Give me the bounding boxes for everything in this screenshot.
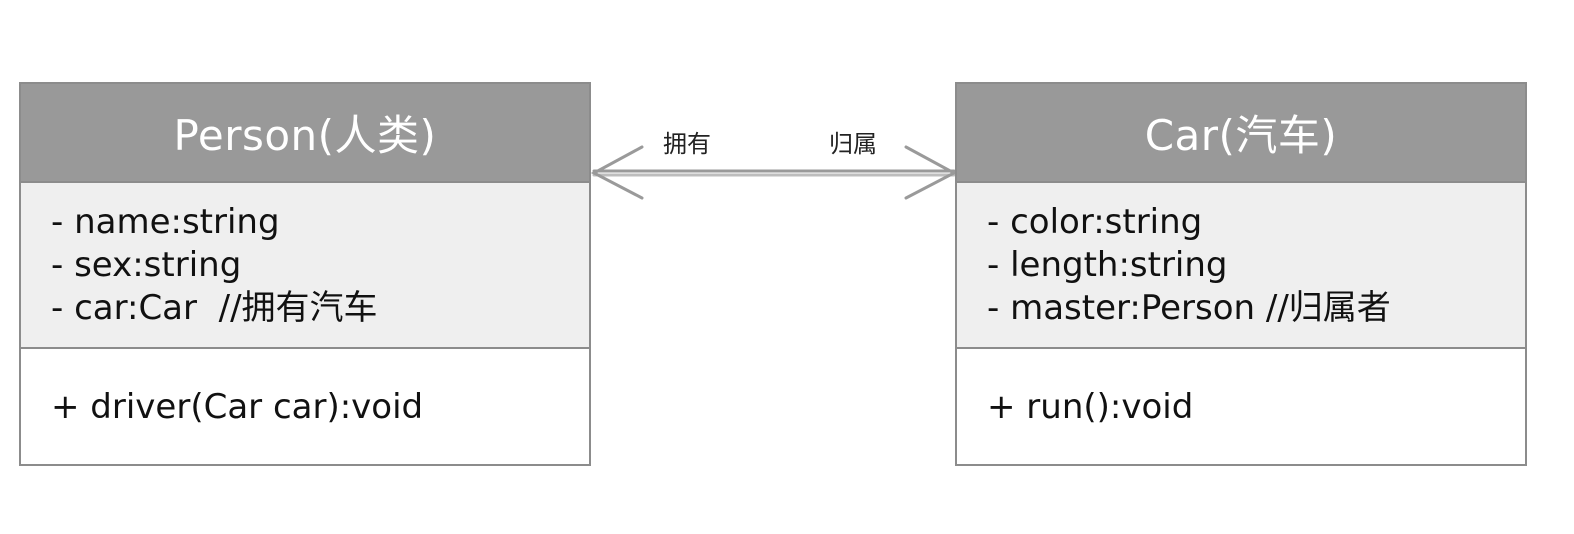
car-attribute-length: - length:string [987, 245, 1228, 285]
car-attributes-section: - color:string - length:string - master:… [957, 183, 1525, 349]
car-class-header: Car(汽车) [957, 84, 1525, 183]
car-attribute-color: - color:string [987, 202, 1203, 242]
person-method-driver: + driver(Car car):void [51, 387, 424, 427]
car-class-title: Car(汽车) [1144, 111, 1338, 160]
person-class-title: Person(人类) [173, 111, 437, 160]
person-class-box: Person(人类) - name:string - sex:string - … [19, 82, 591, 466]
car-method-run: + run():void [987, 387, 1194, 427]
car-attribute-master: - master:Person //归属者 [987, 288, 1391, 328]
association-label-belong: 归属 [829, 130, 877, 158]
person-class-header: Person(人类) [21, 84, 589, 183]
association-arrow [590, 145, 958, 200]
left-arrowhead [590, 145, 644, 200]
car-class-box: Car(汽车) - color:string - length:string -… [955, 82, 1527, 466]
person-attribute-sex: - sex:string [51, 245, 242, 285]
person-attribute-name: - name:string [51, 202, 280, 242]
car-methods-section: + run():void [957, 349, 1525, 429]
person-attribute-car: - car:Car //拥有汽车 [51, 288, 378, 328]
association-label-own: 拥有 [663, 130, 711, 158]
person-methods-section: + driver(Car car):void [21, 349, 589, 429]
person-attributes-section: - name:string - sex:string - car:Car //拥… [21, 183, 589, 349]
right-arrowhead [904, 145, 958, 200]
